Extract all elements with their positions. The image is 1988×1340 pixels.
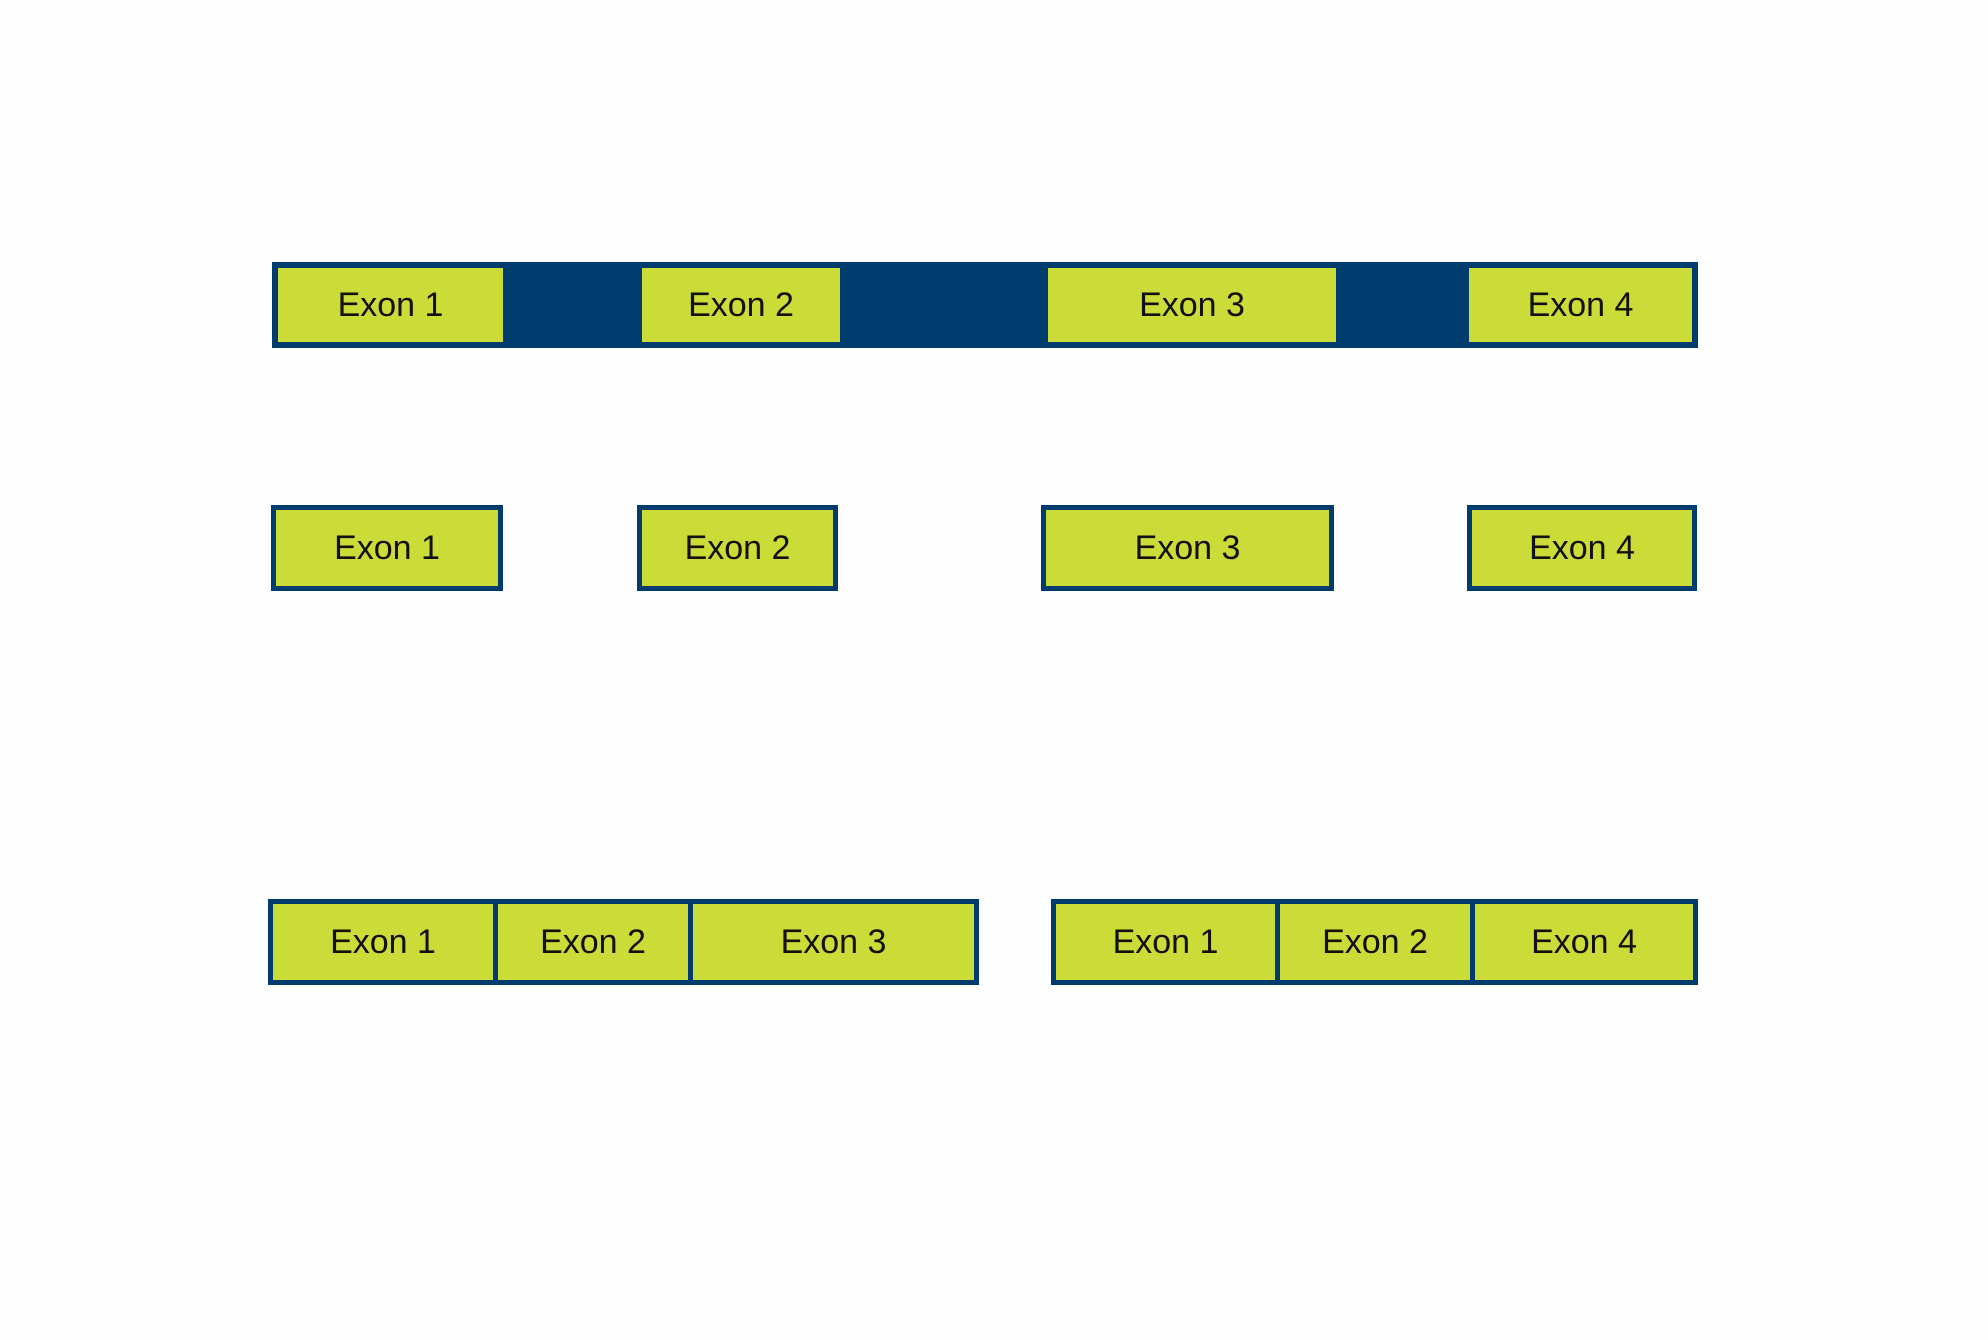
spliced-exon-4: Exon 4: [1467, 505, 1697, 591]
pre-mrna-exon-4: Exon 4: [1469, 268, 1692, 342]
spliced-exon-2-label: Exon 2: [684, 528, 791, 567]
isoform-b-exon-4-label: Exon 4: [1531, 922, 1637, 961]
isoform-b-exon-1: Exon 1: [1051, 899, 1280, 985]
isoform-a-exon-2-label: Exon 2: [540, 922, 646, 961]
pre-mrna-strand: [272, 262, 1698, 348]
pre-mrna-exon-3-label: Exon 3: [1139, 285, 1245, 324]
spliced-exon-1-label: Exon 1: [334, 528, 440, 567]
isoform-a-exon-2: Exon 2: [493, 899, 693, 985]
spliced-exon-3: Exon 3: [1041, 505, 1334, 591]
pre-mrna-exon-4-label: Exon 4: [1527, 285, 1634, 324]
pre-mrna-exon-1-label: Exon 1: [337, 285, 444, 324]
isoform-a-exon-3-label: Exon 3: [780, 922, 887, 961]
pre-mrna-exon-1: Exon 1: [278, 268, 503, 342]
spliced-exon-1: Exon 1: [271, 505, 503, 591]
spliced-exon-3-label: Exon 3: [1134, 528, 1241, 567]
isoform-b-exon-1-label: Exon 1: [1112, 922, 1219, 961]
pre-mrna-exon-3: Exon 3: [1048, 268, 1336, 342]
spliced-exon-4-label: Exon 4: [1529, 528, 1635, 567]
isoform-b-exon-2-label: Exon 2: [1322, 922, 1428, 961]
isoform-b-exon-2: Exon 2: [1275, 899, 1475, 985]
isoform-a-exon-1: Exon 1: [268, 899, 498, 985]
isoform-a-exon-1-label: Exon 1: [330, 922, 436, 961]
pre-mrna-exon-2-label: Exon 2: [688, 285, 794, 324]
isoform-b-exon-4: Exon 4: [1470, 899, 1698, 985]
pre-mrna-exon-2: Exon 2: [642, 268, 840, 342]
spliced-exon-2: Exon 2: [637, 505, 838, 591]
isoform-a-exon-3: Exon 3: [688, 899, 979, 985]
